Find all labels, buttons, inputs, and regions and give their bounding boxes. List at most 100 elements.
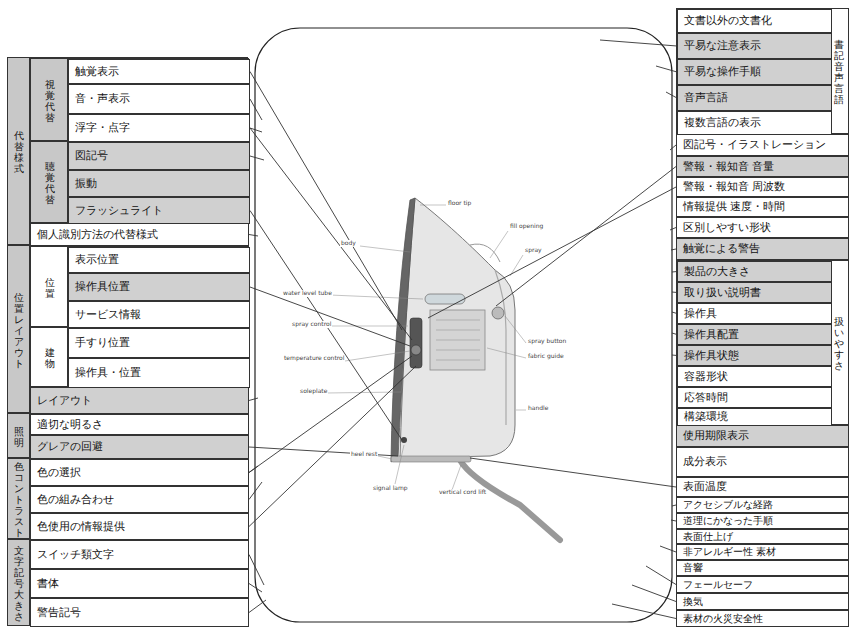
item-label: 製品の大きさ [684,265,750,278]
item-box: 区別しやすい形状 [676,217,849,238]
leader-line [250,99,262,120]
item-box: 表面仕上げ [676,529,849,544]
item-box: 操作具状態 [677,345,832,366]
item-label: 表示位置 [75,253,119,266]
fill-opening [470,244,500,262]
item-label: 触覚による警告 [683,242,760,255]
part-name: body [340,240,357,247]
part-name: spray [524,247,543,254]
leader-line [632,585,676,602]
item-box: 平易な操作手順 [677,59,832,85]
part-leader [345,351,410,361]
item-box: スイッチ類文字 [30,540,249,569]
item-label: 触覚表示 [75,65,119,78]
item-box: 適切な明るさ [30,414,249,435]
part-name: vertical cord lift [438,489,487,496]
category-group: 扱いやすさ製品の大きさ取り扱い説明書操作具操作具配置操作具状態容器形状応答時間構… [676,260,849,425]
item-label: 操作具配置 [684,328,739,341]
item-label: 表面仕上げ [683,531,733,543]
item-label: 音声言語 [684,91,728,104]
item-box: 非アレルギー性 素材 [676,544,849,560]
item-box: 成分表示 [676,447,849,477]
temperature-knob [411,345,421,355]
leader-line [249,600,266,613]
part-name: fabric guide [527,353,565,360]
part-name: spray button [527,338,567,345]
item-box: 書体 [30,569,249,598]
item-box: 取り扱い説明書 [677,282,832,303]
item-label: 音・声表示 [75,92,130,105]
item-box: 図記号・イラストレーション [676,134,849,156]
leader-line [428,187,676,318]
category-group: 代替様式視覚代替触覚表示音・声表示浮字・点字聴覚代替図記号振動フラッシュライト個… [7,57,248,245]
category-group: 視覚代替触覚表示音・声表示浮字・点字 [30,58,249,141]
item-box: 換気 [676,593,849,610]
item-box: 警告記号 [30,598,249,627]
item-label: 平易な操作手順 [684,65,761,78]
item-label: 浮字・点字 [75,121,130,134]
heel-rest [391,456,471,462]
part-leader [326,326,408,327]
item-label: 道理にかなった手順 [683,515,773,527]
item-box: 構築環境 [677,408,832,426]
item-box: 素材の火災安全性 [676,610,849,627]
leader-line [249,584,262,593]
item-label: 操作具状態 [684,349,739,362]
part-name: water level tube [282,290,333,297]
item-label: 図記号・イラストレーション [683,138,826,151]
item-label: 成分表示 [683,455,727,468]
item-box: 色の組み合わせ [30,486,249,513]
leader-line [646,566,676,585]
leader-line [250,72,402,331]
part-leader [505,316,526,343]
category-label: 色コントラスト [14,461,24,538]
leader-line [612,604,676,619]
item-box: 個人識別方法の代替様式 [30,223,249,246]
item-box: グレアの回避 [30,435,249,459]
item-label: 警報・報知音 音量 [683,160,775,173]
item-label: フェールセーフ [683,579,753,591]
item-box: フェールセーフ [676,576,849,593]
item-box: 触覚による警告 [676,238,849,260]
leader-line [249,235,258,237]
item-box: 使用期限表示 [676,425,849,447]
leader-line [250,128,412,340]
item-box: 製品の大きさ [677,261,832,282]
category-group: 色コントラスト色の選択色の組み合わせ色使用の情報提供 [7,458,248,539]
part-leader [326,392,401,393]
part-name: heel rest [350,451,378,458]
leader-line [249,366,416,527]
spray-button [492,307,504,319]
part-name: handle [527,405,549,412]
item-label: フラッシュライト [75,204,163,217]
leader-line [249,555,264,586]
part-leader [516,410,526,411]
part-leader [330,295,423,299]
category-label: 位置レイアウト [14,292,24,369]
item-label: 書体 [37,577,59,590]
leader-line [470,458,676,487]
item-box: 表示位置 [68,247,250,273]
item-box: 応答時間 [677,387,832,408]
item-box: 図記号 [68,142,250,170]
item-label: 複数言語の表示 [684,116,761,129]
item-label: 区別しやすい形状 [683,221,771,234]
item-label: 文書以外の文書化 [684,14,772,27]
item-box: 平易な注意表示 [677,33,832,59]
item-box: 操作具配置 [677,324,832,345]
fabric-guide-panel [430,310,485,370]
item-label: 図記号 [75,149,108,162]
leader-line [249,482,262,500]
part-leader [420,205,446,206]
part-name: temperature control [283,355,345,362]
item-box: 浮字・点字 [68,114,250,142]
item-label: 色使用の情報提供 [37,520,125,533]
item-box: 情報提供 速度・時間 [676,197,849,217]
item-label: 換気 [683,596,703,608]
item-label: アクセシブルな経路 [683,499,773,511]
item-box: アクセシブルな経路 [676,497,849,513]
category-group: 位置表示位置操作具位置サービス情報 [30,246,249,327]
item-label: 手すり位置 [75,336,130,349]
item-box: 操作具 [677,303,832,324]
